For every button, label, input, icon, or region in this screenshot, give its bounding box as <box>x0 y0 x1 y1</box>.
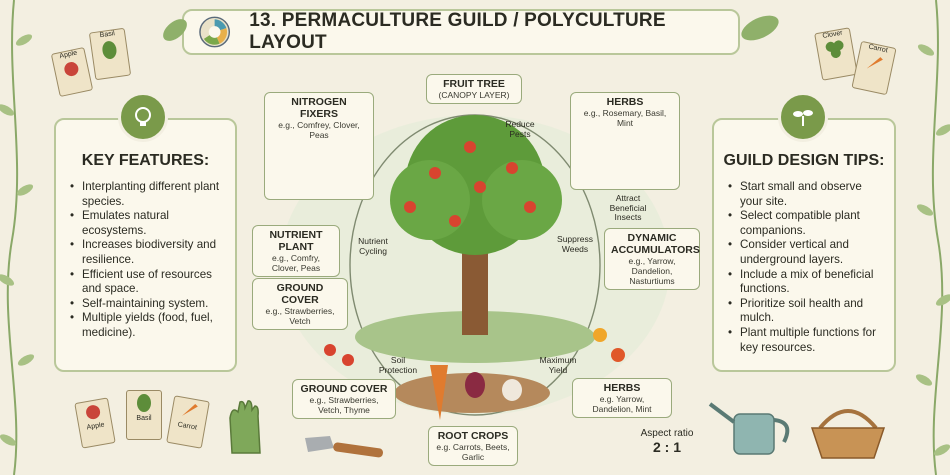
right-vine-decoration <box>915 0 950 475</box>
guild-tips-heading: GUILD DESIGN TIPS: <box>723 152 885 169</box>
aspect-ratio-text: Aspect ratio <box>640 428 694 439</box>
label-sub: e.g., Strawberries, Vetch, Thyme <box>309 395 379 415</box>
guild-tips-panel: GUILD DESIGN TIPS: Start small and obser… <box>712 118 896 372</box>
pie-logo-icon <box>199 16 231 48</box>
sprout-badge <box>778 92 828 142</box>
label-sub: e.g., Strawberries, Vetch <box>265 306 335 326</box>
left-vine-decoration <box>0 0 35 475</box>
carrot-icon <box>181 403 198 416</box>
label-title: FRUIT TREE <box>443 78 505 90</box>
carrot-seed-packet-bottom: Carrot <box>166 395 210 449</box>
watering-can-icon <box>708 402 790 455</box>
ground-cover-1-label: GROUND COVER e.g., Strawberries, Vetch <box>252 278 348 330</box>
list-item: Prioritize soil health and mulch. <box>728 297 884 326</box>
list-item: Consider vertical and underground layers… <box>728 238 884 267</box>
basket-icon <box>810 409 886 459</box>
basil-seed-packet-bottom: Basil <box>126 390 162 440</box>
key-features-panel: KEY FEATURES: Interplanting different pl… <box>54 118 237 372</box>
guild-illustration <box>280 114 670 420</box>
note-suppress-weeds: Suppress Weeds <box>557 234 593 254</box>
ground-cover-2-label: GROUND COVER e.g., Strawberries, Vetch, … <box>292 379 396 419</box>
trowel-icon <box>305 436 383 458</box>
list-item: Select compatible plant companions. <box>728 209 884 238</box>
clover-icon <box>825 40 844 59</box>
guild-tips-list: Start small and observe your site. Selec… <box>728 180 884 355</box>
packet-label: Carrot <box>177 421 198 432</box>
label-sub: (CANOPY LAYER) <box>438 90 510 100</box>
list-item: Include a mix of beneficial functions. <box>728 268 884 297</box>
note-reduce-pests: Reduce Pests <box>505 119 535 139</box>
label-title: GROUND COVER <box>276 282 324 306</box>
apple-seed-packet-bottom: Apple <box>74 397 116 449</box>
list-item: Interplanting different plant species. <box>70 180 225 209</box>
apple-seed-packet-top: Apple <box>50 46 94 98</box>
lightbulb-icon <box>135 107 151 126</box>
herbs-top-label: HERBS e.g., Rosemary, Basil, Mint <box>570 92 680 190</box>
label-sub: e.g. Yarrow, Dandelion, Mint <box>592 394 652 414</box>
label-title: DYNAMIC ACCUMULATORS <box>611 232 700 256</box>
note-soil-protection: Soil Protection <box>378 355 418 375</box>
list-item: Start small and observe your site. <box>728 180 884 209</box>
apple-icon <box>64 62 79 77</box>
aspect-ratio-label: Aspect ratio 2 : 1 <box>632 428 702 455</box>
basil-seed-packet-top: Basil <box>88 27 132 81</box>
clover-seed-packet: Clover <box>814 27 858 81</box>
list-item: Emulates natural ecosystems. <box>70 209 225 238</box>
dynamic-accumulators-label: DYNAMIC ACCUMULATORS e.g., Yarrow, Dande… <box>604 228 700 290</box>
packet-label: Basil <box>136 415 152 422</box>
label-sub: e.g., Comfry, Clover, Peas <box>271 253 321 273</box>
page-title: 13. PERMACULTURE GUILD / POLYCULTURE LAY… <box>249 10 666 53</box>
list-item: Plant multiple functions for key resourc… <box>728 326 884 355</box>
list-item: Self-maintaining system. <box>70 297 225 312</box>
label-title: HERBS <box>606 96 644 108</box>
label-title: NUTRIENT PLANT <box>269 229 323 253</box>
label-title: ROOT CROPS <box>437 430 509 442</box>
basil-icon <box>102 41 117 60</box>
label-title: GROUND COVER <box>300 383 388 395</box>
lightbulb-badge <box>118 92 168 142</box>
label-title: HERBS <box>603 382 641 394</box>
title-bar: 13. PERMACULTURE GUILD / POLYCULTURE LAY… <box>182 9 740 55</box>
list-item: Increases biodiversity and resilience. <box>70 238 225 267</box>
list-item: Multiple yields (food, fuel, medicine). <box>70 311 225 340</box>
nutrient-plant-label: NUTRIENT PLANT e.g., Comfry, Clover, Pea… <box>252 225 340 277</box>
label-sub: e.g., Rosemary, Basil, Mint <box>583 108 667 128</box>
carrot-seed-packet-top: Carrot <box>851 40 897 96</box>
note-attract-insects: Attract Beneficial Insects <box>609 193 647 222</box>
list-item: Efficient use of resources and space. <box>70 268 225 297</box>
note-nutrient-cycling: Nutrient Cycling <box>358 236 388 256</box>
label-sub: e.g. Carrots, Beets, Garlic <box>436 442 510 462</box>
note-maximum-yield: Maximum Yield <box>539 355 577 375</box>
herbs-bottom-label: HERBS e.g. Yarrow, Dandelion, Mint <box>572 378 672 418</box>
label-sub: e.g., Comfrey, Clover, Peas <box>278 120 360 140</box>
label-title: NITROGEN FIXERS <box>291 96 347 120</box>
sprout-icon <box>793 110 813 126</box>
label-sub: e.g., Yarrow, Dandelion, Nasturtiums <box>628 256 676 286</box>
carrot-icon <box>866 57 883 69</box>
gardening-gloves-icon <box>229 400 261 454</box>
packet-label: Apple <box>86 421 106 432</box>
key-features-list: Interplanting different plant species. E… <box>70 180 225 341</box>
key-features-heading: KEY FEATURES: <box>81 152 210 169</box>
root-crops-label: ROOT CROPS e.g. Carrots, Beets, Garlic <box>428 426 518 466</box>
fruit-tree-label: FRUIT TREE (CANOPY LAYER) <box>426 74 522 104</box>
title-leaf-left-icon <box>163 19 187 41</box>
basil-icon <box>137 394 151 412</box>
title-leaf-right-icon <box>741 15 779 41</box>
aspect-ratio-value: 2 : 1 <box>652 439 681 455</box>
apple-icon <box>86 405 101 420</box>
nitrogen-fixers-label: NITROGEN FIXERS e.g., Comfrey, Clover, P… <box>264 92 374 200</box>
